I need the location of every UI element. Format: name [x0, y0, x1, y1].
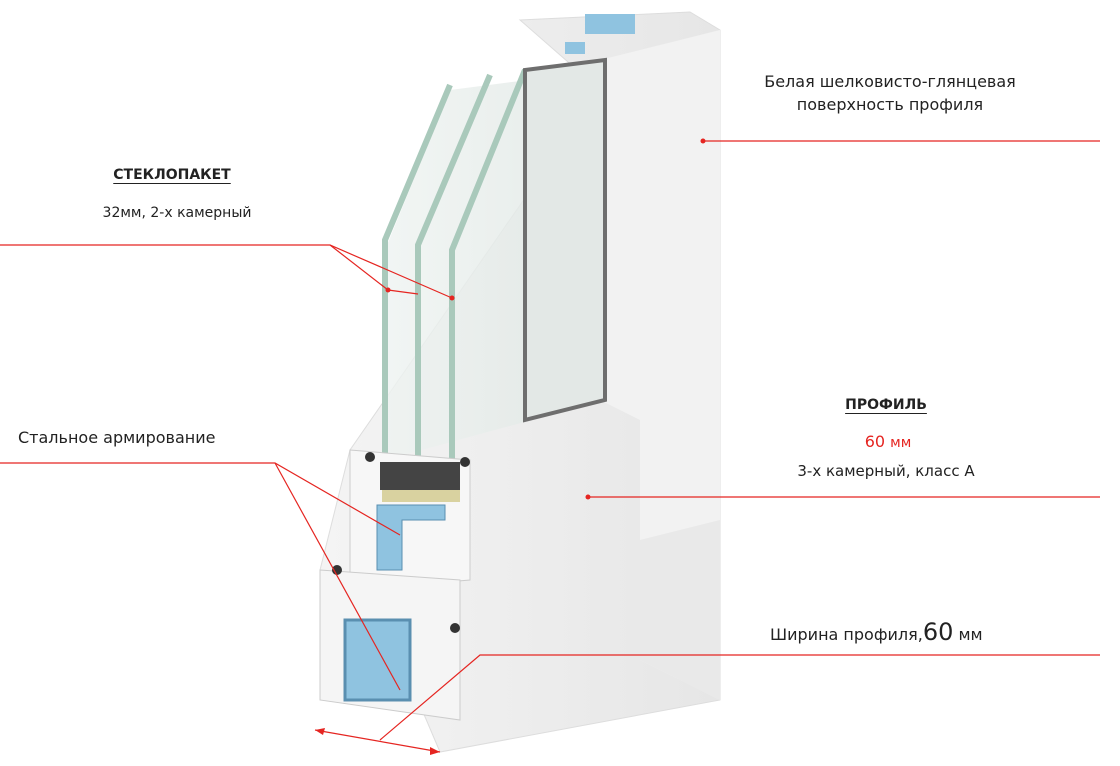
width-leader: [379, 654, 1100, 741]
surface-line-1: Белая шелковисто-глянцевая: [764, 72, 1016, 91]
leader-dots: [315, 138, 706, 755]
width-number: 60: [922, 618, 954, 646]
glass-title: СТЕКЛОПАКЕТ: [113, 167, 231, 183]
profile-description: 3-х камерный, класс А: [797, 462, 975, 480]
profile-unit: мм: [890, 435, 912, 451]
profile-section: [319, 449, 471, 721]
surface-label: Белая шелковисто-глянцевая поверхность п…: [764, 72, 1016, 114]
glass-description: 32мм, 2-х камерный: [102, 205, 252, 221]
glass-panes: [382, 57, 607, 460]
profile-number: 60: [864, 432, 886, 451]
profile-value: 60 мм: [865, 432, 912, 451]
surface-line-2: поверхность профиля: [796, 95, 984, 114]
width-label: Ширина профиля,60 мм: [770, 618, 983, 646]
leader-lines: [0, 140, 1100, 753]
width-unit: мм: [958, 625, 983, 644]
width-dimension-arrow: [314, 729, 441, 753]
profile-title: ПРОФИЛЬ: [845, 397, 927, 413]
width-text: Ширина профиля,: [770, 625, 923, 644]
steel-label: Стальное армирование: [18, 428, 216, 447]
